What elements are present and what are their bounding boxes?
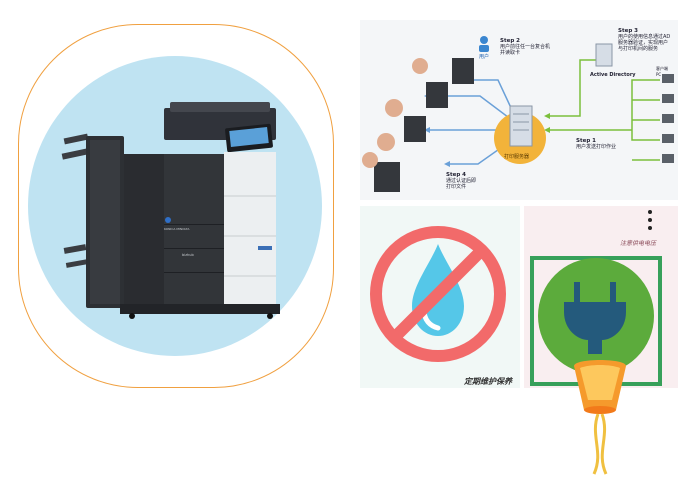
user-label: 用户	[479, 54, 490, 60]
server-label: 打印服务器	[504, 154, 530, 160]
voltage-caption: 注意供电电压	[620, 240, 657, 247]
brand-label: KONICA MINOLTA	[164, 227, 190, 231]
step1-text: 用户发送打印作业	[576, 144, 617, 150]
copier-frame	[18, 24, 334, 388]
plug-icon	[530, 256, 662, 386]
step4-title: Step 4	[446, 172, 466, 178]
power-panel: 注意供电电压	[524, 206, 678, 388]
step2-text: 用户前往任一台复合机 并读取卡	[500, 44, 551, 56]
step1-title: Step 1	[576, 138, 596, 144]
copier-image: KONICA MINOLTA bizhub	[61, 102, 280, 319]
no-water-panel: 定期维护保养	[360, 206, 520, 388]
no-water-icon	[370, 226, 506, 362]
step4-text: 通过认证后即 打印文件	[446, 178, 477, 190]
lantern-icon	[574, 360, 626, 475]
step3-title: Step 3	[618, 28, 638, 34]
model-label: bizhub	[182, 253, 194, 257]
ad-label: Active Directory	[590, 72, 636, 78]
step3-text: 用户的使用信息通过AD 服务器验证，实现用户 与打印机间的服务	[618, 34, 671, 52]
client-label: 客户端 PC	[656, 66, 668, 77]
maintenance-caption: 定期维护保养	[464, 377, 512, 386]
step2-title: Step 2	[500, 38, 520, 44]
